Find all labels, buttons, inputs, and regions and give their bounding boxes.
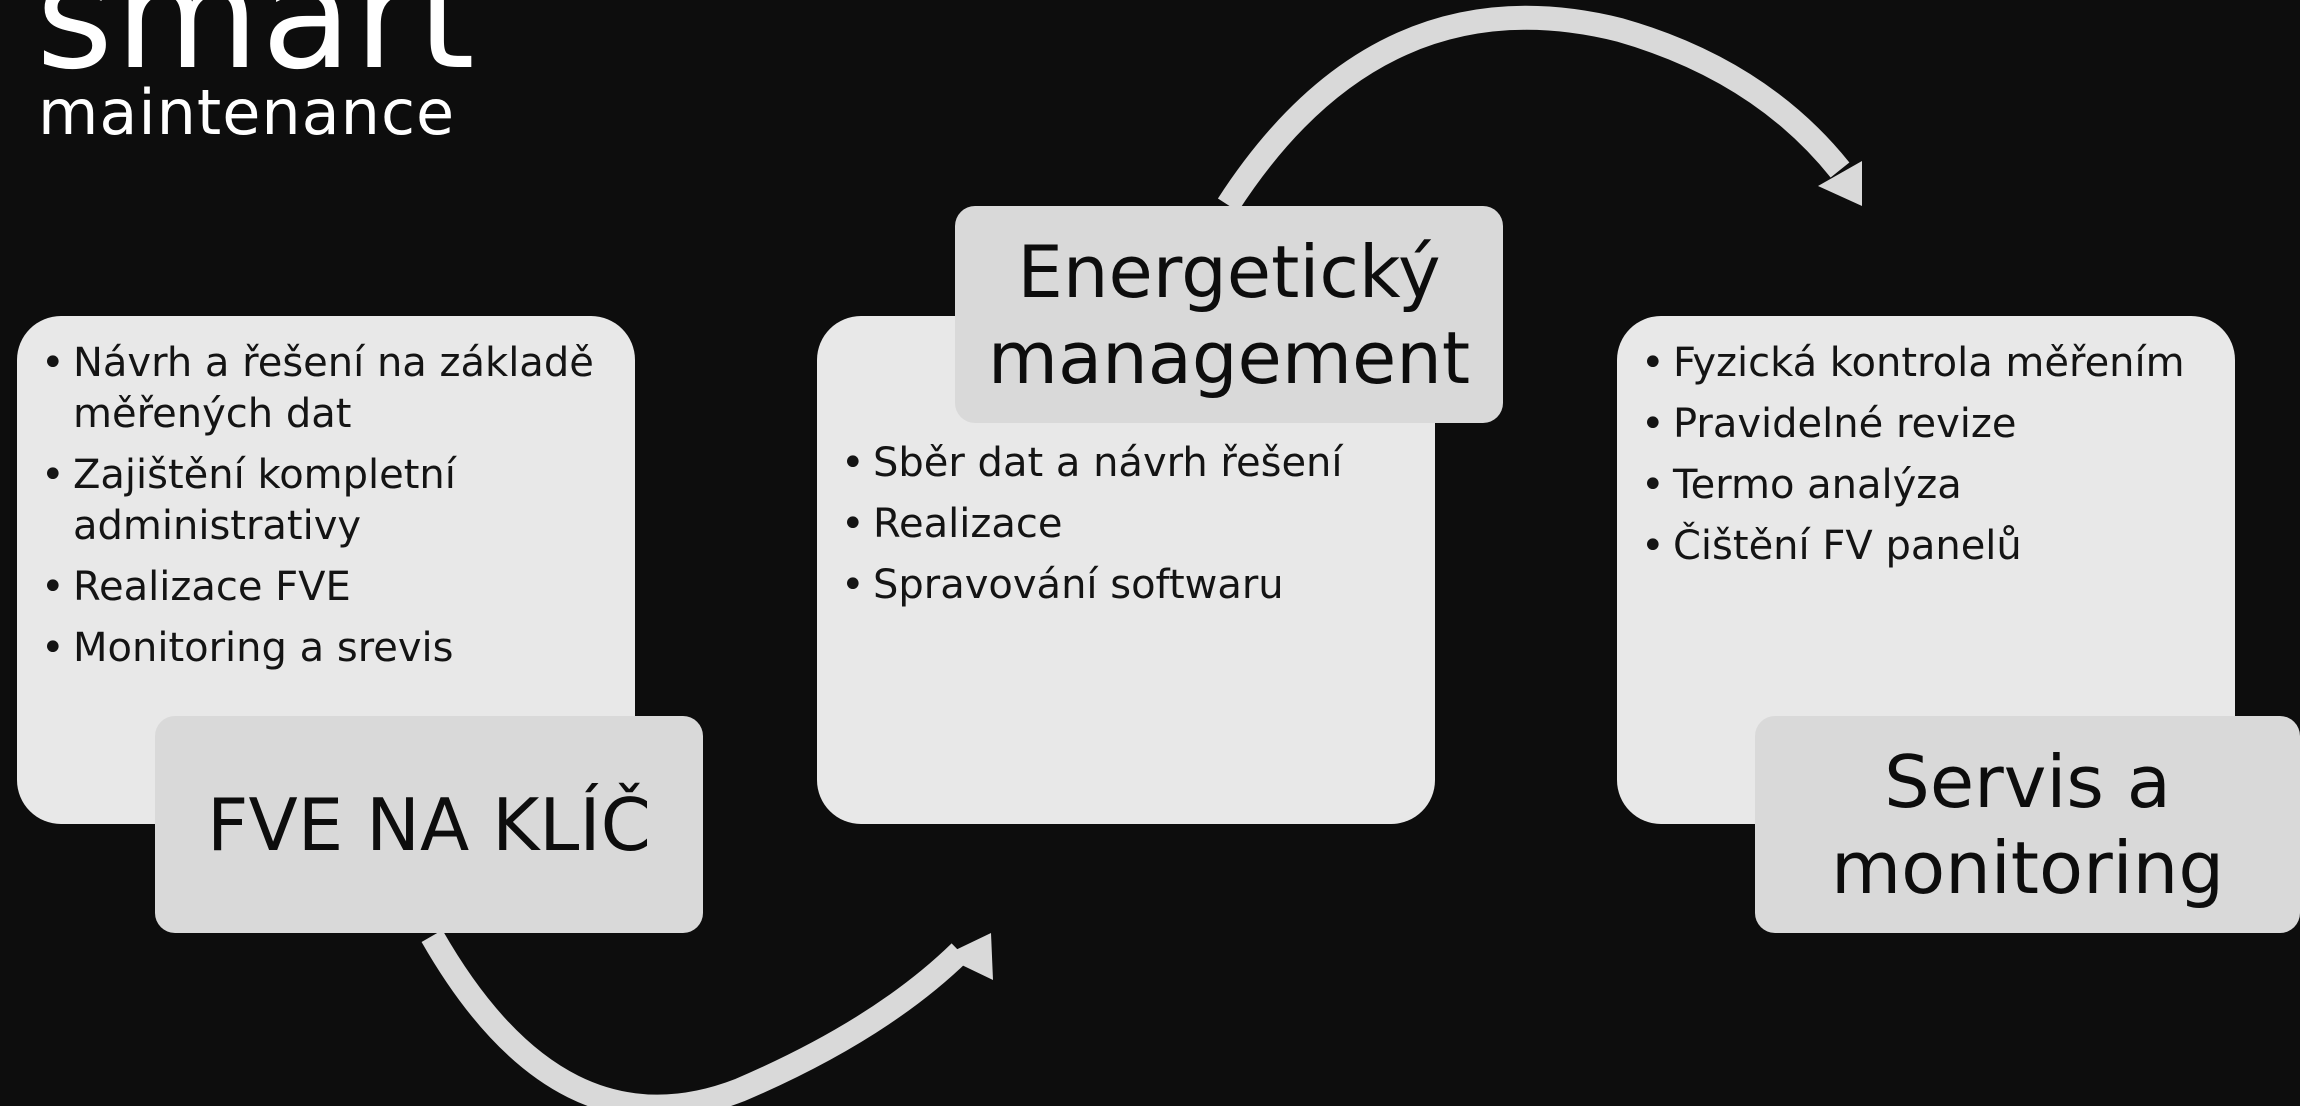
list-item: Sběr dat a návrh řešení [839,438,1423,489]
list-item: Termo analýza [1639,460,2223,511]
arrow-head-step3 [1818,161,1862,206]
step-service-list: Fyzická kontrola měřením Pravidelné revi… [1639,338,2223,582]
list-item: Realizace [839,499,1423,550]
step-title-fve: FVE NA KLÍČ [155,716,703,933]
step-title-service: Servis a monitoring [1755,716,2300,933]
list-item: Návrh a řešení na základě měřených dat [39,338,623,440]
step-fve-list: Návrh a řešení na základě měřených dat Z… [39,338,623,684]
list-item: Zajištění kompletní administrativy [39,450,623,552]
step-title-energy: Energetický management [955,206,1503,423]
logo-word-maintenance: maintenance [38,76,456,149]
list-item: Spravování softwaru [839,560,1423,611]
list-item: Čištění FV panelů [1639,521,2223,572]
arrow-step1-to-step2 [421,930,969,1106]
arrow-head-step2 [943,933,993,980]
list-item: Realizace FVE [39,562,623,613]
logo-word-smart: smart [36,0,477,102]
step-energy-list: Sběr dat a návrh řešení Realizace Spravo… [839,438,1423,621]
list-item: Pravidelné revize [1639,399,2223,450]
list-item: Monitoring a srevis [39,623,623,674]
list-item: Fyzická kontrola měřením [1639,338,2223,389]
arrow-step2-to-step3 [1217,5,1850,212]
